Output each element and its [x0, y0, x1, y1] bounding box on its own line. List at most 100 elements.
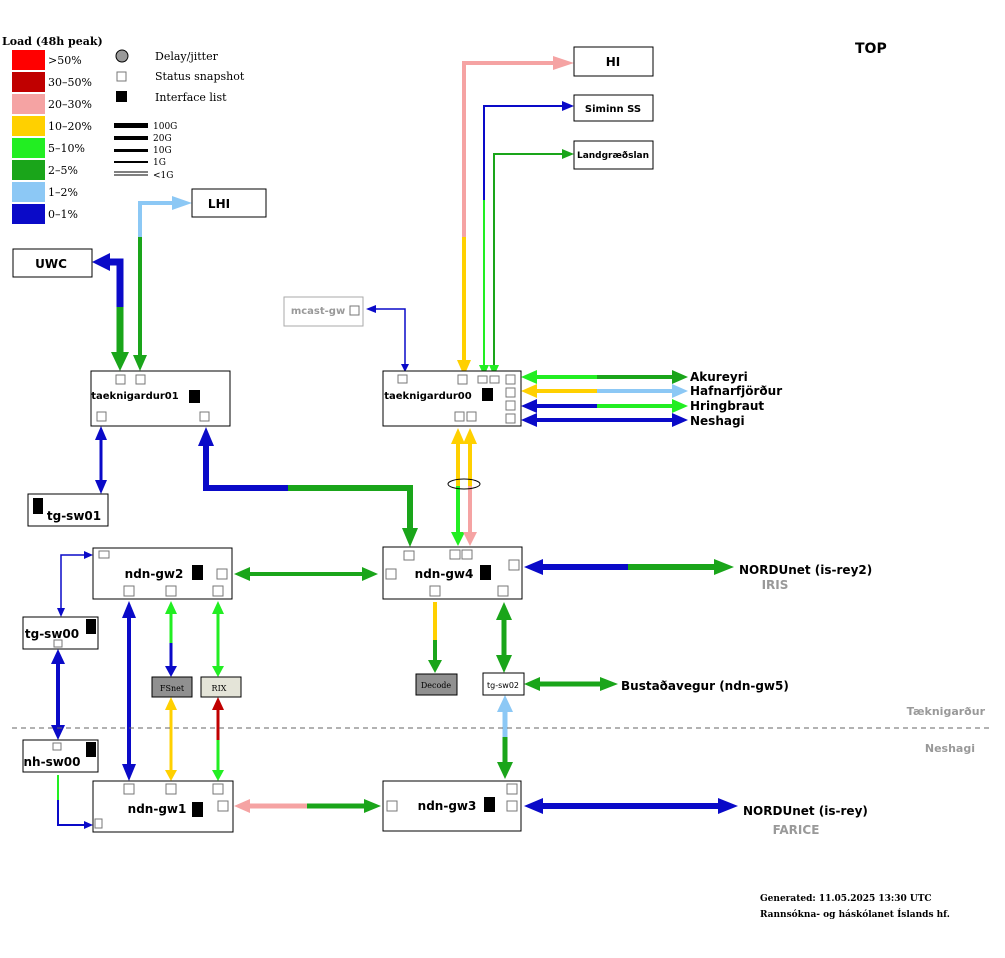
status-snapshot-icon[interactable] — [505, 387, 516, 398]
node-fsnet[interactable]: FSnet — [151, 676, 193, 698]
arrow-to-ndngw4-b — [463, 532, 477, 546]
status-snapshot-icon[interactable] — [505, 400, 516, 411]
node-ndn-gw2[interactable]: ndn-gw2 — [92, 547, 233, 600]
status-snapshot-icon[interactable] — [497, 585, 509, 597]
status-snapshot-icon[interactable] — [454, 411, 465, 422]
lag-bundle-marker — [447, 478, 481, 490]
status-snapshot-icon[interactable] — [96, 411, 107, 422]
load-swatch — [12, 182, 45, 202]
node-tg-sw01[interactable]: tg-sw01 — [27, 493, 109, 527]
status-snapshot-icon[interactable] — [489, 375, 500, 384]
interface-list-icon[interactable] — [33, 498, 43, 514]
status-snapshot-icon[interactable] — [53, 639, 63, 648]
node-lhi-label: LHI — [208, 197, 230, 211]
link-ndngw2-tgsw00 — [60, 554, 86, 609]
status-snapshot-icon[interactable] — [506, 783, 518, 795]
load-level-label: 2–5% — [48, 164, 78, 177]
capacity-100g-label: 100G — [153, 122, 177, 132]
node-fsnet-label: FSnet — [160, 684, 185, 693]
status-snapshot-icon[interactable] — [457, 374, 468, 385]
interface-list-icon[interactable] — [192, 802, 203, 817]
capacity-1g-line — [114, 161, 148, 163]
status-snapshot-icon[interactable] — [461, 549, 473, 560]
interface-list-icon[interactable] — [484, 797, 495, 812]
status-snapshot-icon[interactable] — [217, 800, 229, 812]
status-snapshot-icon[interactable] — [165, 585, 177, 597]
node-siminn[interactable]: Siminn SS — [573, 94, 654, 122]
link-siminn-upper — [483, 105, 562, 200]
arrow-to-fsnet-top — [165, 666, 177, 677]
node-ndn-gw3[interactable]: ndn-gw3 — [382, 780, 522, 832]
interface-list-icon[interactable] — [189, 390, 200, 403]
ext-nordunet-is-rey2[interactable]: NORDUnet (is-rey2) — [739, 563, 872, 577]
node-mcast-gw[interactable]: mcast-gw — [283, 296, 364, 327]
node-hi-label: HI — [606, 55, 621, 69]
status-snapshot-icon[interactable] — [449, 549, 461, 560]
status-snapshot-icon[interactable] — [466, 411, 477, 422]
status-snapshot-icon[interactable] — [505, 413, 516, 424]
arrow-hringbraut-right — [672, 399, 688, 413]
arrow-to-nhsw00 — [51, 725, 65, 740]
node-lhi[interactable]: LHI — [191, 188, 267, 218]
interface-list-icon[interactable] — [480, 565, 491, 580]
ext-hafnarfjordur[interactable]: Hafnarfjörður — [690, 384, 782, 398]
node-uwc[interactable]: UWC — [12, 248, 93, 278]
node-taeknigardur01[interactable]: taeknigardur01 — [90, 370, 231, 427]
load-level-label: 5–10% — [48, 142, 85, 155]
interface-list-icon[interactable] — [192, 565, 203, 580]
status-snapshot-icon[interactable] — [216, 568, 228, 580]
status-snapshot-icon[interactable] — [94, 818, 103, 829]
node-tg-sw02[interactable]: tg-sw02 — [482, 672, 525, 696]
arrow-akureyri-right — [672, 370, 688, 384]
status-snapshot-icon[interactable] — [505, 374, 516, 385]
node-landgraedslan[interactable]: Landgræðslan — [573, 140, 654, 170]
status-snapshot-icon[interactable] — [212, 783, 224, 795]
ext-nordunet-is-rey[interactable]: NORDUnet (is-rey) — [743, 804, 868, 818]
status-snapshot-icon[interactable] — [477, 375, 488, 384]
node-decode[interactable]: Decode — [415, 673, 458, 696]
status-snapshot-icon[interactable] — [386, 800, 398, 812]
interface-list-icon[interactable] — [482, 388, 493, 401]
status-snapshot-icon[interactable] — [429, 585, 441, 597]
capacity-20g-line — [114, 136, 148, 140]
status-snapshot-icon[interactable] — [212, 585, 224, 597]
ext-akureyri[interactable]: Akureyri — [690, 370, 748, 384]
node-taeknigardur00[interactable]: taeknigardur00 — [382, 370, 522, 427]
status-snapshot-icon[interactable] — [98, 550, 110, 559]
status-snapshot-icon[interactable] — [165, 783, 177, 795]
arrow-hafnarfjordur-right — [672, 384, 688, 398]
status-snapshot-icon[interactable] — [397, 374, 408, 384]
status-snapshot-icon[interactable] — [506, 800, 518, 812]
arrow-neshagi-right — [672, 413, 688, 427]
status-snapshot-icon[interactable] — [123, 783, 135, 795]
arrow-to-ndngw2-from-fsnet — [165, 601, 177, 614]
node-tg-sw00-label: tg-sw00 — [25, 627, 79, 641]
interface-list-icon[interactable] — [86, 619, 96, 634]
load-swatch — [12, 94, 45, 114]
status-snapshot-icon[interactable] — [52, 742, 62, 751]
node-tg-sw00[interactable]: tg-sw00 — [22, 616, 99, 650]
status-snapshot-icon[interactable] — [115, 374, 126, 385]
node-rix-label: RIX — [212, 684, 227, 693]
ext-hringbraut[interactable]: Hringbraut — [690, 399, 764, 413]
status-snapshot-icon[interactable] — [199, 411, 210, 422]
node-ndn-gw4[interactable]: ndn-gw4 — [382, 546, 523, 600]
node-rix[interactable]: RIX — [200, 676, 242, 698]
ext-neshagi[interactable]: Neshagi — [690, 414, 745, 428]
status-snapshot-icon[interactable] — [349, 305, 360, 316]
node-siminn-label: Siminn SS — [585, 104, 641, 115]
ext-bustadavegur[interactable]: Bustaðavegur (ndn-gw5) — [621, 679, 789, 693]
node-nh-sw00[interactable]: nh-sw00 — [22, 739, 99, 773]
interface-list-icon[interactable] — [86, 742, 96, 757]
status-snapshot-icon[interactable] — [508, 559, 520, 571]
footer-generated: Generated: 11.05.2025 13:30 UTC — [760, 894, 932, 904]
node-tg-sw01-label: tg-sw01 — [47, 509, 101, 523]
status-snapshot-icon[interactable] — [135, 374, 146, 385]
arrow-to-ndngw2-from-tgsw00 — [84, 551, 93, 559]
status-snapshot-icon[interactable] — [123, 585, 135, 597]
status-snapshot-icon[interactable] — [403, 550, 415, 561]
node-ndn-gw1[interactable]: ndn-gw1 — [92, 780, 234, 833]
link-hi-upper — [462, 61, 553, 237]
node-hi[interactable]: HI — [573, 46, 654, 77]
status-snapshot-icon[interactable] — [385, 568, 397, 580]
